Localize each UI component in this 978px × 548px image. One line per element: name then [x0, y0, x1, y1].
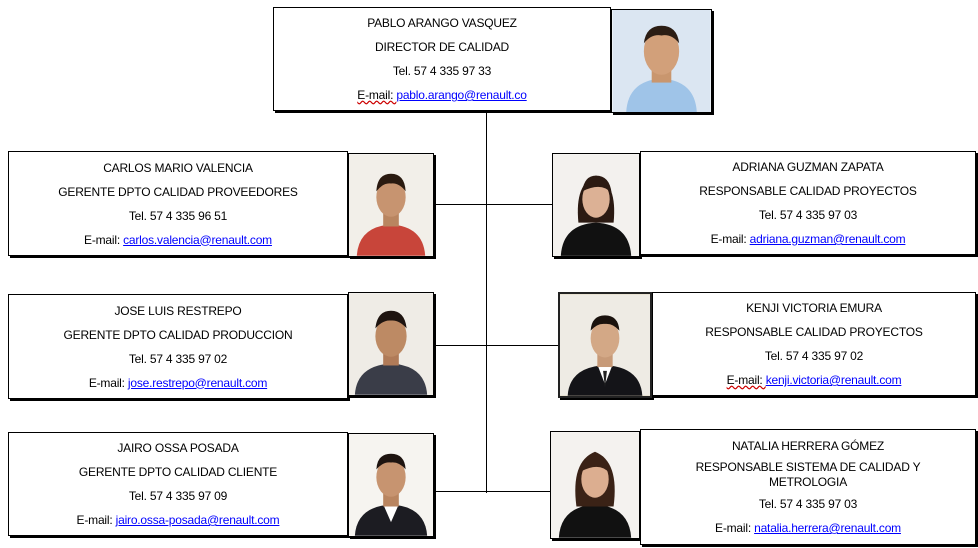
person-phone: Tel. 57 4 335 97 02: [128, 351, 228, 366]
person-email-line: E-mail: pablo.arango@renault.co: [357, 83, 527, 107]
person-name: PABLO ARANGO VASQUEZ: [367, 16, 517, 30]
person-name: KENJI VICTORIA EMURA: [746, 301, 882, 315]
person-phone: Tel. 57 4 335 97 03: [758, 497, 858, 511]
person-phone: Tel. 57 4 335 97 02: [764, 349, 864, 363]
jose-photo: [348, 292, 434, 396]
director-photo: [611, 9, 712, 113]
person-title: DIRECTOR DE CALIDAD: [374, 40, 509, 54]
email-label: E-mail:: [88, 375, 128, 390]
person-title: GERENTE DPTO CALIDAD PRODUCCION: [63, 327, 293, 342]
email-label: E-mail:: [84, 232, 124, 247]
natalia-photo: [550, 431, 640, 539]
person-title: GERENTE DPTO CALIDAD PROVEEDORES: [58, 184, 298, 199]
email-label: E-mail:: [357, 88, 397, 102]
person-email-line: E-mail: natalia.herrera@renault.com: [715, 516, 901, 540]
employee-card-kenji: KENJI VICTORIA EMURA RESPONSABLE CALIDAD…: [652, 292, 976, 396]
connector-row1: [434, 204, 552, 205]
employee-card-carlos: CARLOS MARIO VALENCIA GERENTE DPTO CALID…: [8, 151, 348, 256]
jairo-photo: [348, 433, 434, 537]
person-phone: Tel. 57 4 335 96 51: [128, 208, 228, 223]
person-title: GERENTE DPTO CALIDAD CLIENTE: [78, 465, 278, 479]
email-label: E-mail:: [76, 513, 116, 527]
person-email-line: E-mail: kenji.victoria@renault.com: [727, 368, 902, 392]
employee-card-adriana: ADRIANA GUZMAN ZAPATA RESPONSABLE CALIDA…: [640, 151, 976, 255]
person-name: ADRIANA GUZMAN ZAPATA: [732, 160, 884, 174]
person-title: RESPONSABLE SISTEMA DE CALIDAD Y METROLO…: [695, 460, 921, 489]
person-email-line: E-mail: jose.restrepo@renault.com: [88, 371, 268, 395]
email-label: E-mail:: [710, 232, 750, 246]
person-phone: Tel. 57 4 335 97 09: [128, 489, 228, 503]
email-label: E-mail:: [726, 373, 766, 387]
employee-card-natalia: NATALIA HERRERA GÓMEZ RESPONSABLE SISTEM…: [640, 429, 976, 545]
adriana-photo: [552, 153, 640, 257]
employee-card-jairo: JAIRO OSSA POSADA GERENTE DPTO CALIDAD C…: [8, 432, 348, 536]
person-name: NATALIA HERRERA GÓMEZ: [731, 439, 885, 453]
email-link[interactable]: adriana.guzman@renault.com: [749, 232, 906, 246]
person-email-line: E-mail: jairo.ossa-posada@renault.com: [77, 508, 280, 532]
person-name: JAIRO OSSA POSADA: [117, 441, 239, 455]
email-link[interactable]: natalia.herrera@renault.com: [754, 521, 901, 535]
employee-card-jose: JOSE LUIS RESTREPO GERENTE DPTO CALIDAD …: [8, 294, 348, 399]
person-email-line: E-mail: adriana.guzman@renault.com: [711, 227, 906, 251]
person-title: RESPONSABLE CALIDAD PROYECTOS: [705, 325, 923, 339]
email-link[interactable]: pablo.arango@renault.co: [396, 88, 527, 102]
person-phone: Tel. 57 4 335 97 33: [392, 64, 492, 78]
email-link[interactable]: jose.restrepo@renault.com: [127, 375, 268, 390]
email-label: E-mail:: [715, 521, 755, 535]
person-name: JOSE LUIS RESTREPO: [114, 303, 242, 318]
connector-row3: [434, 491, 552, 492]
connector-row2: [434, 345, 558, 346]
email-link[interactable]: kenji.victoria@renault.com: [765, 373, 902, 387]
person-phone: Tel. 57 4 335 97 03: [758, 208, 858, 222]
person-name: CARLOS MARIO VALENCIA: [103, 160, 253, 175]
email-link[interactable]: carlos.valencia@renault.com: [123, 232, 272, 247]
carlos-photo: [348, 153, 434, 257]
person-email-line: E-mail: carlos.valencia@renault.com: [84, 228, 272, 252]
person-title: RESPONSABLE CALIDAD PROYECTOS: [699, 184, 917, 198]
connector-trunk: [486, 111, 487, 493]
director-card: PABLO ARANGO VASQUEZ DIRECTOR DE CALIDAD…: [273, 7, 611, 111]
kenji-photo: [558, 292, 652, 398]
email-link[interactable]: jairo.ossa-posada@renault.com: [115, 513, 280, 527]
